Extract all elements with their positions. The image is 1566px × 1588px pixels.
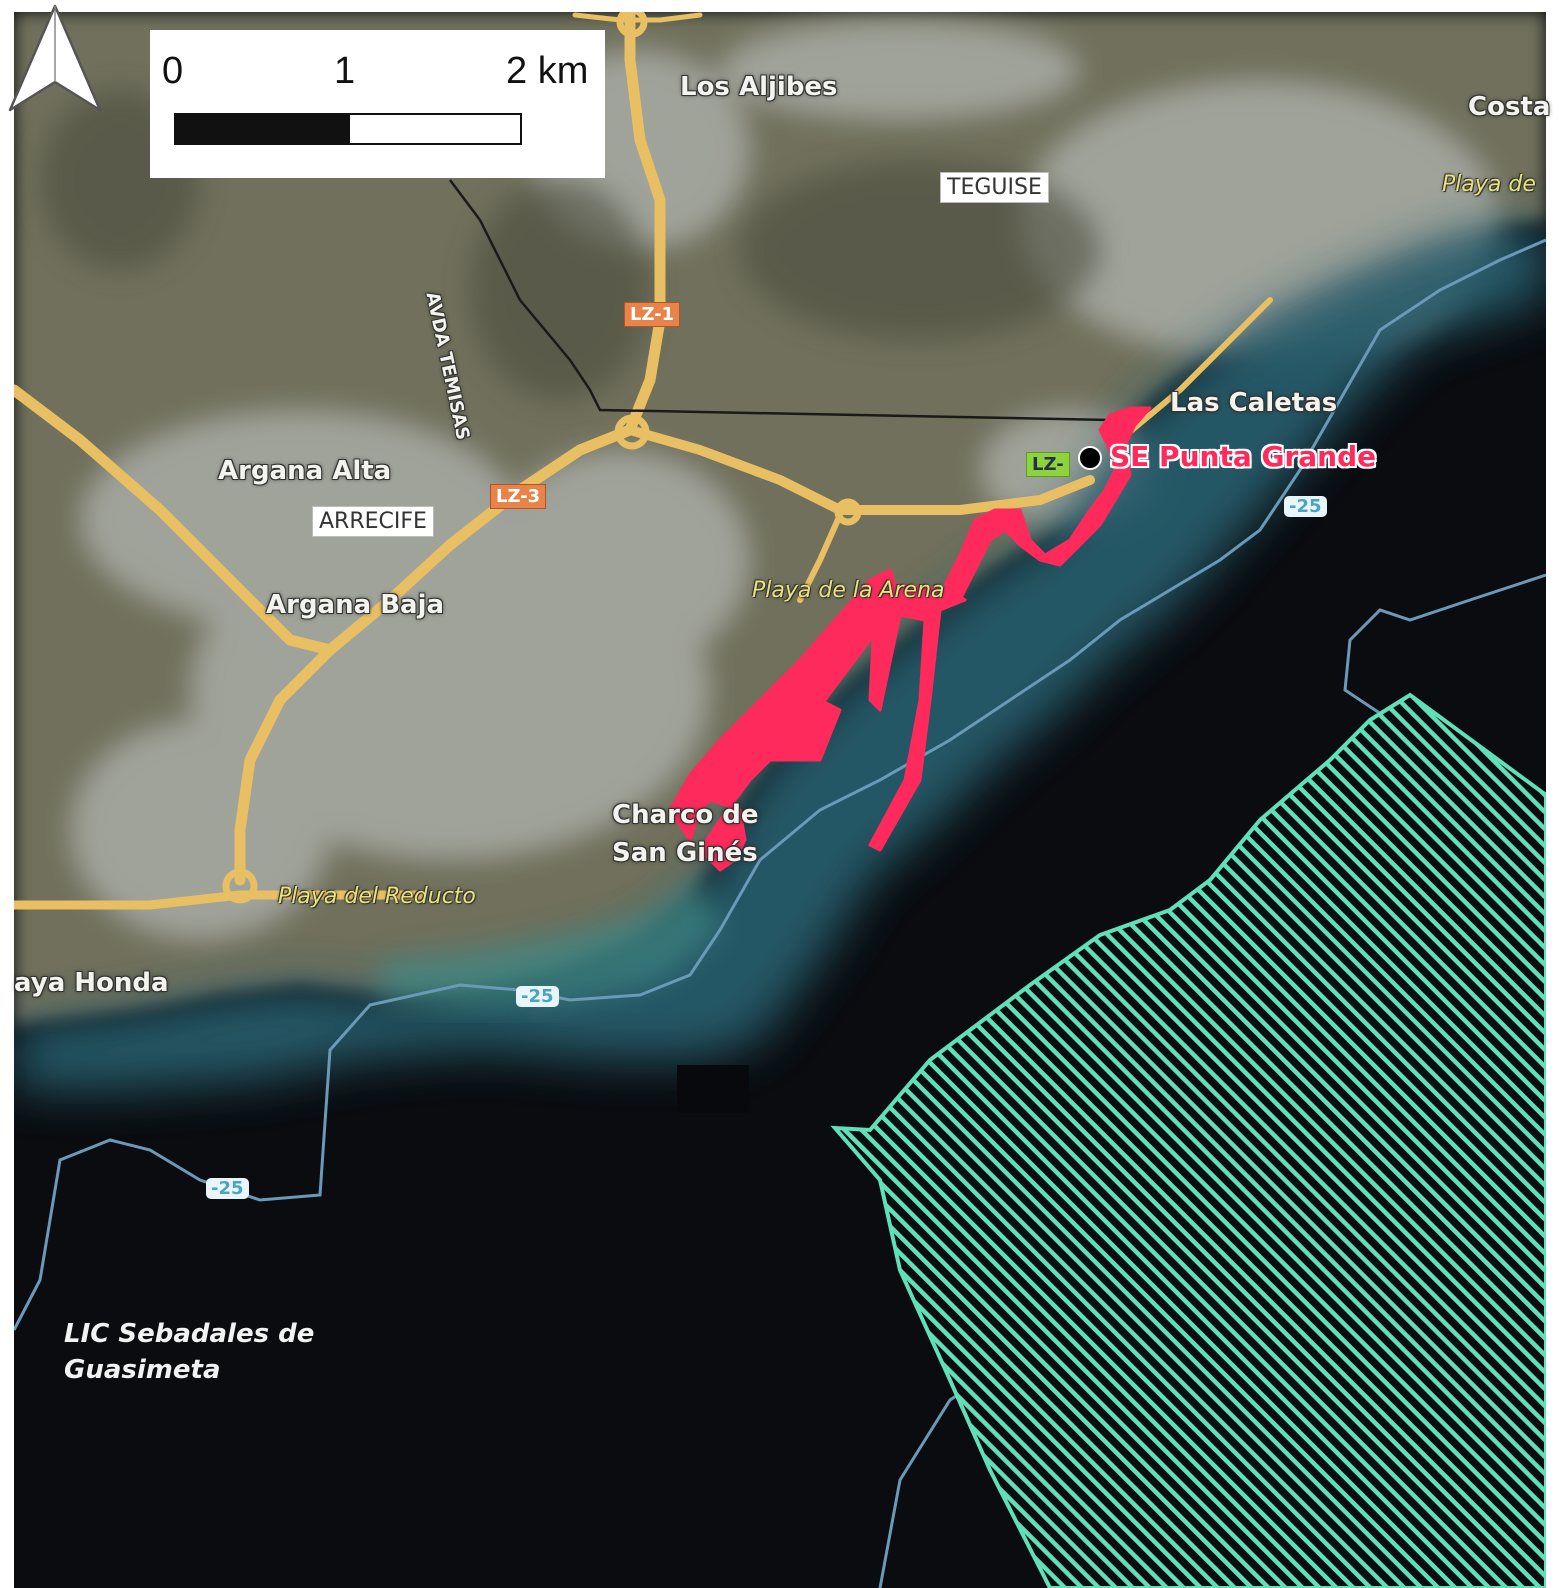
reef-shallows <box>380 880 720 1010</box>
municipality-label-teguise: TEGUISE <box>940 172 1049 203</box>
place-label-argana-baja: Argana Baja <box>266 590 445 620</box>
place-label-san-gines: San Ginés <box>612 838 758 868</box>
data-gap <box>677 1065 749 1113</box>
place-label-playa-honda: aya Honda <box>14 968 169 998</box>
depth-label: -25 <box>1284 496 1327 517</box>
protected-area-label: LIC Sebadales de Guasimeta <box>64 1316 314 1388</box>
north-arrow-icon <box>8 4 102 112</box>
beach-label-playa-de: Playa de <box>1442 172 1536 197</box>
depth-label: -25 <box>206 1178 249 1199</box>
place-label-charco: Charco de <box>612 800 759 830</box>
beach-label-playa-del-reducto: Playa del Reducto <box>278 884 476 909</box>
scale-tick-1: 1 <box>334 50 356 92</box>
scale-segment-black <box>174 113 350 145</box>
protected-area-label-line2: Guasimeta <box>64 1355 221 1385</box>
road-shield-lz2: LZ- <box>1026 452 1070 477</box>
substation-label: SE Punta Grande <box>1110 440 1377 473</box>
roads <box>8 6 1273 910</box>
place-label-los-aljibes: Los Aljibes <box>680 72 838 102</box>
port-zone-highlight <box>668 406 1152 872</box>
road-shield-lz3: LZ-3 <box>490 484 547 509</box>
depth-label: -25 <box>516 986 559 1007</box>
road-shield-lz1: LZ-1 <box>624 302 681 327</box>
scale-tick-2km: 2 km <box>506 50 589 92</box>
place-label-costa: Costa <box>1468 92 1551 122</box>
scale-segment-white <box>348 113 522 145</box>
beach-label-playa-de-la-arena: Playa de la Arena <box>752 578 945 603</box>
lic-protected-area[interactable] <box>830 692 1548 1588</box>
protected-area-label-line1: LIC Sebadales de <box>64 1319 315 1349</box>
place-label-las-caletas: Las Caletas <box>1170 388 1338 418</box>
sea-shallow <box>14 220 1546 1090</box>
scale-tick-0: 0 <box>162 50 184 92</box>
substation-marker-icon[interactable] <box>1078 446 1102 470</box>
municipal-boundary <box>449 179 1111 422</box>
place-label-argana-alta: Argana Alta <box>218 456 392 486</box>
scale-bar: 0 1 2 km <box>150 30 605 178</box>
municipality-label-arrecife: ARRECIFE <box>312 506 434 537</box>
